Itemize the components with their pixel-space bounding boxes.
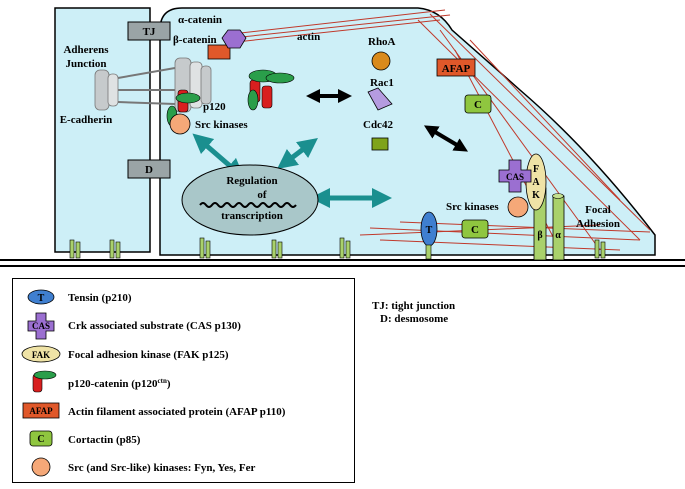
- note-d: D: desmosome: [380, 313, 449, 325]
- legend-p120-text: p120-catenin (p120ctn): [68, 377, 171, 390]
- cdc42-label: Cdc42: [363, 119, 393, 131]
- d-label: D: [145, 164, 153, 176]
- tj-label: TJ: [143, 26, 156, 38]
- alpha-integrin: [552, 195, 565, 261]
- legend-fak-icon-label: FAK: [32, 350, 50, 360]
- src-kinase-left: [169, 113, 191, 135]
- legend-cas-icon: [27, 312, 55, 340]
- regulation-label-1: Regulation: [226, 175, 277, 187]
- adherens-label-2: Junction: [66, 58, 107, 70]
- legend-cas-text: Crk associated substrate (CAS p130): [68, 320, 241, 332]
- legend-fak-icon: [21, 345, 61, 363]
- tight-junction-box: [127, 21, 171, 41]
- afap-shape: [436, 58, 476, 77]
- alpha-catenin-label: α-catenin: [178, 14, 222, 26]
- rac1-shape: [367, 87, 393, 111]
- legend-src-text: Src (and Src-like) kinases: Fyn, Yes, Fe…: [68, 462, 256, 474]
- note-tj: TJ: tight junction: [372, 300, 456, 312]
- dna-wave: [199, 202, 297, 208]
- legend-afap-icon-label: AFAP: [29, 406, 53, 416]
- nucleus: [181, 164, 319, 236]
- legend-afap-icon: [22, 402, 60, 419]
- alpha-catenin-shape: [221, 29, 247, 49]
- black-arrow-fa: [423, 125, 469, 152]
- legend-src-icon: [31, 457, 51, 477]
- adherens-label-1: Adherens: [63, 44, 109, 56]
- alpha-integrin-top: [552, 193, 564, 199]
- regulation-label-2: of: [257, 189, 267, 201]
- legend-cas-icon-label: CAS: [32, 321, 50, 331]
- rac1-label: Rac1: [370, 77, 394, 89]
- cas-shape: [498, 159, 532, 193]
- src-kinases-right-label: Src kinases: [446, 201, 499, 213]
- legend-p120-icon: [32, 370, 57, 393]
- beta-catenin-label: β-catenin: [173, 34, 217, 46]
- src-kinases-left-label: Src kinases: [195, 119, 248, 131]
- beta-integrin-label: β: [537, 230, 542, 241]
- fak-a-label: A: [532, 177, 540, 188]
- cas-label: CAS: [506, 172, 524, 182]
- src-kinase-right: [507, 196, 529, 218]
- focal-adhesion-label-2: Adhesion: [576, 218, 620, 230]
- beta-catenin-shape: [207, 44, 231, 60]
- rhoa-shape: [371, 51, 391, 71]
- regulation-label-3: transcription: [221, 210, 283, 222]
- cortactin-bottom: [461, 219, 489, 239]
- desmosome-box: [127, 159, 171, 179]
- actin-label: actin: [297, 31, 320, 43]
- legend-tensin-text: Tensin (p210): [68, 292, 132, 304]
- rhoa-label: RhoA: [368, 36, 396, 48]
- membrane-receptors: [69, 237, 606, 259]
- cdc42-shape: [371, 137, 389, 151]
- focal-adhesion-label-1: Focal: [585, 204, 611, 216]
- afap-label: AFAP: [442, 63, 471, 75]
- cadherin-links: [117, 67, 176, 105]
- cortactin-top: [464, 94, 492, 114]
- legend-cortactin-icon: [29, 430, 53, 447]
- tensin-stalk: [425, 244, 432, 260]
- abbreviation-notes: TJ: tight junction D: desmosome: [372, 300, 455, 326]
- fak-k-label: K: [532, 190, 540, 201]
- cortactin-top-label: C: [474, 99, 482, 111]
- cortactin-bottom-label: C: [471, 224, 479, 236]
- e-cadherin-label: E-cadherin: [60, 114, 113, 126]
- legend-cortactin-icon-label: C: [37, 434, 44, 445]
- legend-fak-text: Focal adhesion kinase (FAK p125): [68, 349, 229, 361]
- legend-tensin-icon: [27, 289, 55, 305]
- left-cell: [54, 7, 151, 253]
- legend-afap-text: Actin filament associated protein (AFAP …: [68, 406, 286, 418]
- fak-f-label: F: [533, 164, 539, 175]
- alpha-integrin-label: α: [555, 230, 561, 241]
- tensin-label: T: [426, 225, 433, 236]
- legend-cortactin-text: Cortactin (p85): [68, 434, 141, 446]
- p120-label: p120: [203, 101, 226, 113]
- legend: T Tensin (p210) CAS Crk associated subst…: [12, 278, 355, 483]
- legend-tensin-icon-label: T: [38, 293, 45, 304]
